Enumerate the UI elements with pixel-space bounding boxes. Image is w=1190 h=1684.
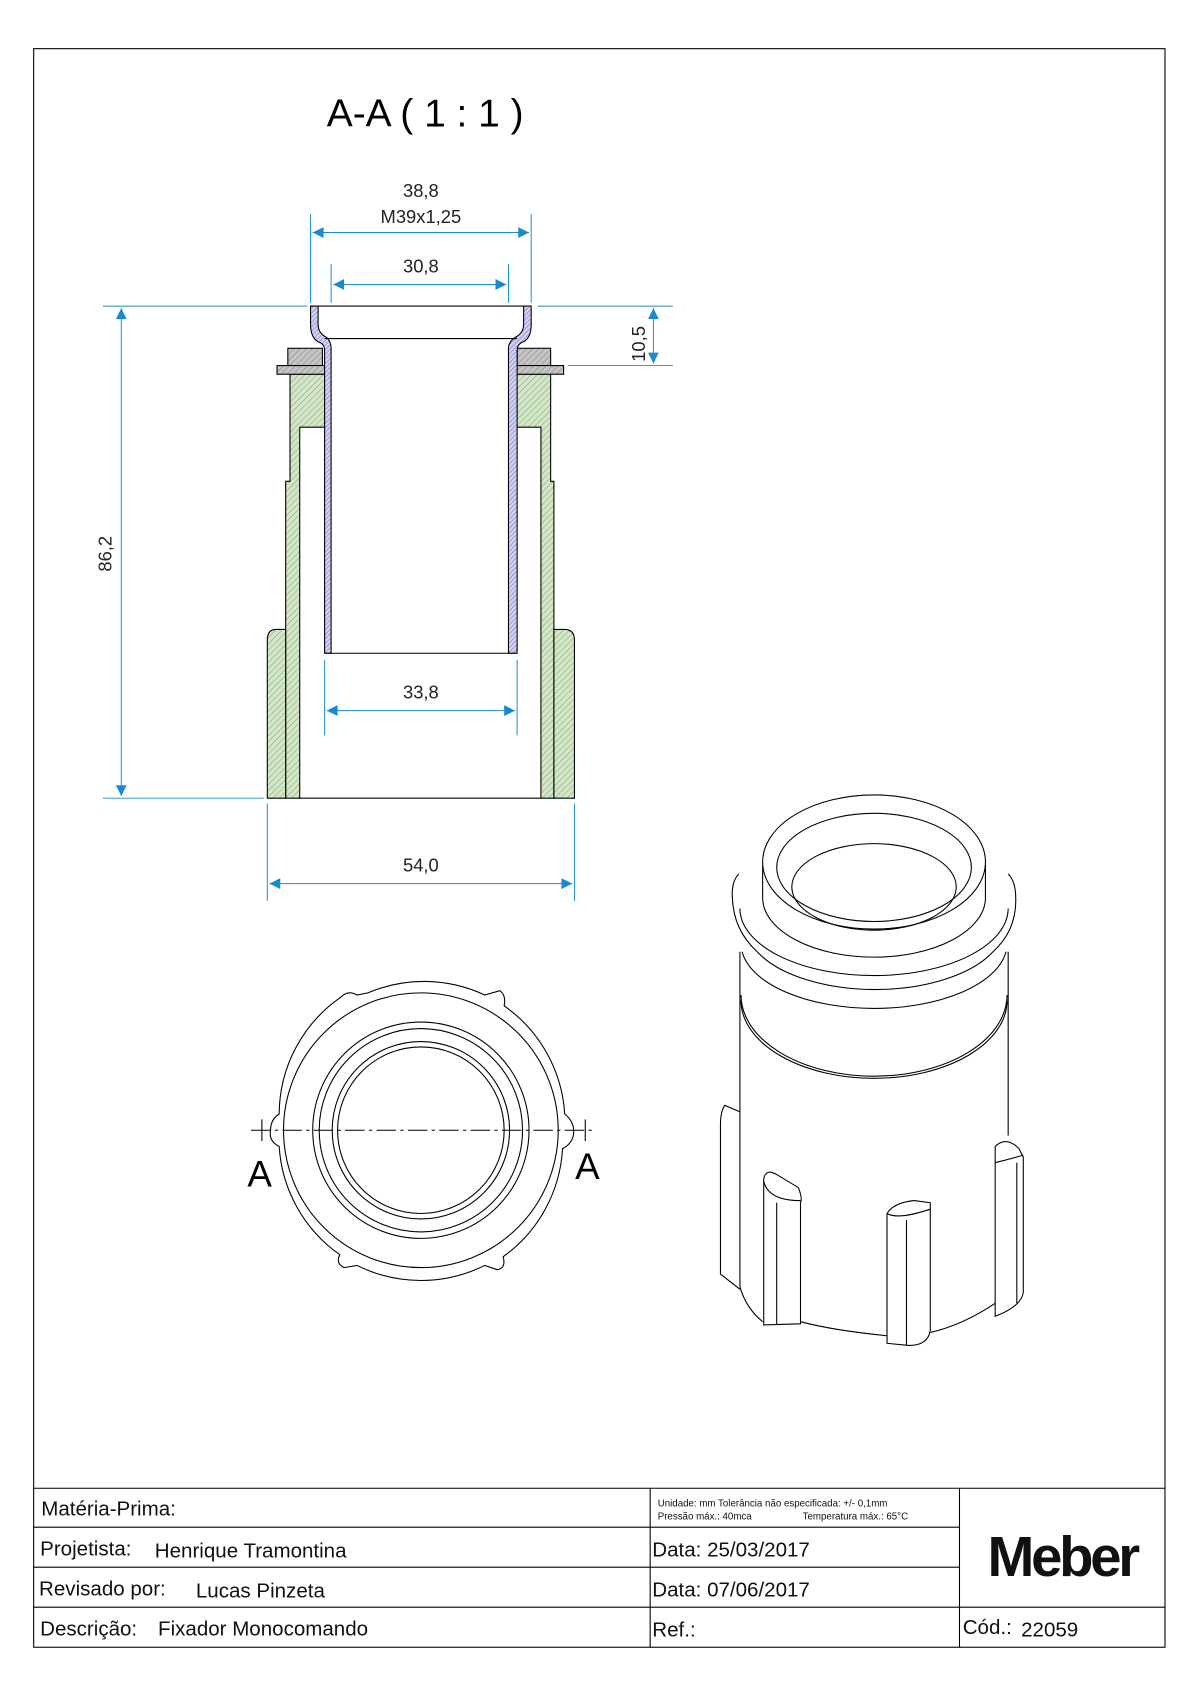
view-title: A-A ( 1 : 1 ) bbox=[327, 93, 524, 136]
reviewer-label: Revisado por: bbox=[39, 1577, 166, 1600]
ref-label: Ref.: bbox=[652, 1618, 695, 1641]
section-view bbox=[266, 305, 575, 799]
dim-inner-top: 30,8 bbox=[403, 256, 439, 277]
description-label: Descrição: bbox=[40, 1617, 137, 1640]
designer-name: Henrique Tramontina bbox=[155, 1539, 347, 1562]
design-date: Data: 25/03/2017 bbox=[652, 1538, 810, 1561]
reviewer-name: Lucas Pinzeta bbox=[196, 1579, 326, 1602]
designer-label: Projetista: bbox=[40, 1537, 131, 1560]
title-block bbox=[33, 1487, 1165, 1648]
meber-logo: Meber bbox=[988, 1525, 1141, 1588]
tolerance-note: Unidade: mm Tolerância não especificada:… bbox=[658, 1499, 888, 1510]
dim-height: 86,2 bbox=[95, 536, 116, 572]
dim-flange-height: 10,5 bbox=[628, 326, 649, 362]
description-value: Fixador Monocomando bbox=[158, 1617, 368, 1640]
isometric-view bbox=[719, 794, 1024, 1347]
dim-outer-thread: 38,8 bbox=[403, 180, 439, 201]
sheet-border bbox=[33, 48, 1166, 1648]
pressure-note: Pressão máx.: 40mca bbox=[658, 1512, 753, 1523]
dim-thread-spec: M39x1,25 bbox=[381, 206, 462, 227]
top-view bbox=[251, 980, 595, 1282]
temperature-note: Temperatura máx.: 65°C bbox=[803, 1512, 908, 1523]
section-label-left: A bbox=[247, 1153, 272, 1194]
review-date: Data: 07/06/2017 bbox=[652, 1578, 810, 1601]
dim-base-width: 54,0 bbox=[403, 855, 439, 876]
section-label-right: A bbox=[575, 1146, 600, 1187]
material-label: Matéria-Prima: bbox=[41, 1497, 176, 1520]
dim-inner-bottom: 33,8 bbox=[403, 682, 439, 703]
code-label: Cód.: bbox=[963, 1616, 1012, 1639]
code-value: 22059 bbox=[1021, 1618, 1078, 1641]
dimension-lines bbox=[102, 214, 673, 901]
